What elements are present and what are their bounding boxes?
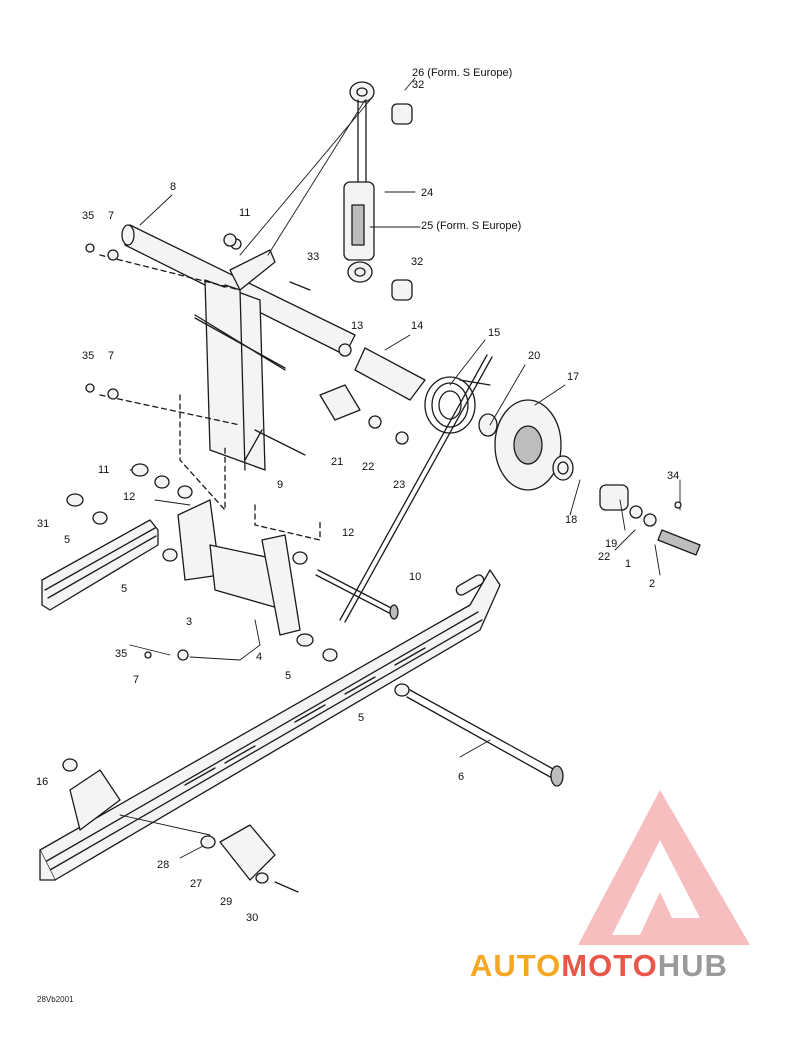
callout-22-upper: 22	[362, 461, 375, 473]
main-rail	[39, 569, 501, 881]
callout-14: 14	[411, 320, 424, 332]
idler-wheel	[494, 399, 562, 491]
callout-9: 9	[277, 479, 284, 491]
spacer-tube	[354, 347, 426, 401]
callout-7-middle: 7	[108, 350, 115, 362]
bushing-32-top	[391, 103, 413, 125]
watermark-part-auto: AUTO	[470, 948, 562, 983]
callout-16: 16	[36, 776, 49, 788]
callout-25: 25 (Form. S Europe)	[421, 220, 522, 232]
rail-shaft	[406, 689, 564, 787]
callout-19: 19	[605, 538, 618, 550]
callout-5-left: 5	[64, 534, 71, 546]
shock-absorber	[343, 81, 375, 283]
callout-22-lower: 22	[598, 551, 611, 563]
cross-rod	[194, 317, 306, 461]
callout-21: 21	[331, 456, 344, 468]
callout-7-upper: 7	[108, 210, 115, 222]
small-hardware	[62, 233, 682, 893]
watermark-part-hub: HUB	[657, 948, 728, 983]
bearing	[552, 455, 574, 481]
callout-7-lower: 7	[133, 674, 140, 686]
bushing-32-bottom	[391, 279, 413, 301]
callout-6: 6	[458, 771, 465, 783]
callout-17: 17	[567, 371, 580, 383]
callout-5-lower: 5	[285, 670, 292, 682]
callout-35-middle: 35	[82, 350, 95, 362]
callout-20: 20	[528, 350, 541, 362]
callout-31: 31	[37, 518, 50, 530]
leader-lines	[119, 77, 681, 859]
callout-18: 18	[565, 514, 578, 526]
assembly-dashes	[99, 254, 321, 541]
callout-10: 10	[409, 571, 422, 583]
callout-35-lower: 35	[115, 648, 128, 660]
callout-11-lower: 11	[98, 464, 110, 476]
callout-27: 27	[190, 878, 203, 890]
wheel-spacer	[599, 484, 629, 511]
pivot-arm	[229, 238, 276, 291]
callout-12-upper: 12	[123, 491, 136, 503]
rear-arm	[177, 499, 301, 636]
callout-13: 13	[351, 320, 364, 332]
callout-26: 26 (Form. S Europe)	[412, 67, 513, 79]
callout-28: 28	[157, 859, 170, 871]
washer-20	[478, 413, 498, 437]
callout-30: 30	[246, 912, 259, 924]
callout-24: 24	[421, 187, 434, 199]
callout-11-upper: 11	[239, 207, 251, 219]
wheel-bolt	[657, 529, 701, 556]
callout-15: 15	[488, 327, 501, 339]
callout-1: 1	[625, 558, 632, 570]
watermark-part-moto: MOTO	[561, 948, 658, 983]
drawing-reference-code: 28Vb2001	[37, 995, 74, 1004]
callout-34: 34	[667, 470, 680, 482]
callout-23: 23	[393, 479, 406, 491]
watermark-text: AUTOMOTOHUB	[470, 948, 728, 984]
callout-4: 4	[256, 651, 263, 663]
callout-5-middle: 5	[121, 583, 128, 595]
callout-3: 3	[186, 616, 193, 628]
callout-32-bottom: 32	[411, 256, 424, 268]
callout-5-rail: 5	[358, 712, 365, 724]
callout-12-lower: 12	[342, 527, 355, 539]
callout-35-upper: 35	[82, 210, 95, 222]
callout-2: 2	[649, 578, 656, 590]
axle-bolt	[315, 569, 399, 620]
callout-32-top: 32	[412, 79, 425, 91]
assembly-guide-rod	[339, 354, 493, 623]
callout-8: 8	[170, 181, 177, 193]
front-rail	[41, 519, 159, 611]
callout-33: 33	[307, 251, 320, 263]
callout-29: 29	[220, 896, 233, 908]
watermark-logo	[578, 790, 750, 945]
